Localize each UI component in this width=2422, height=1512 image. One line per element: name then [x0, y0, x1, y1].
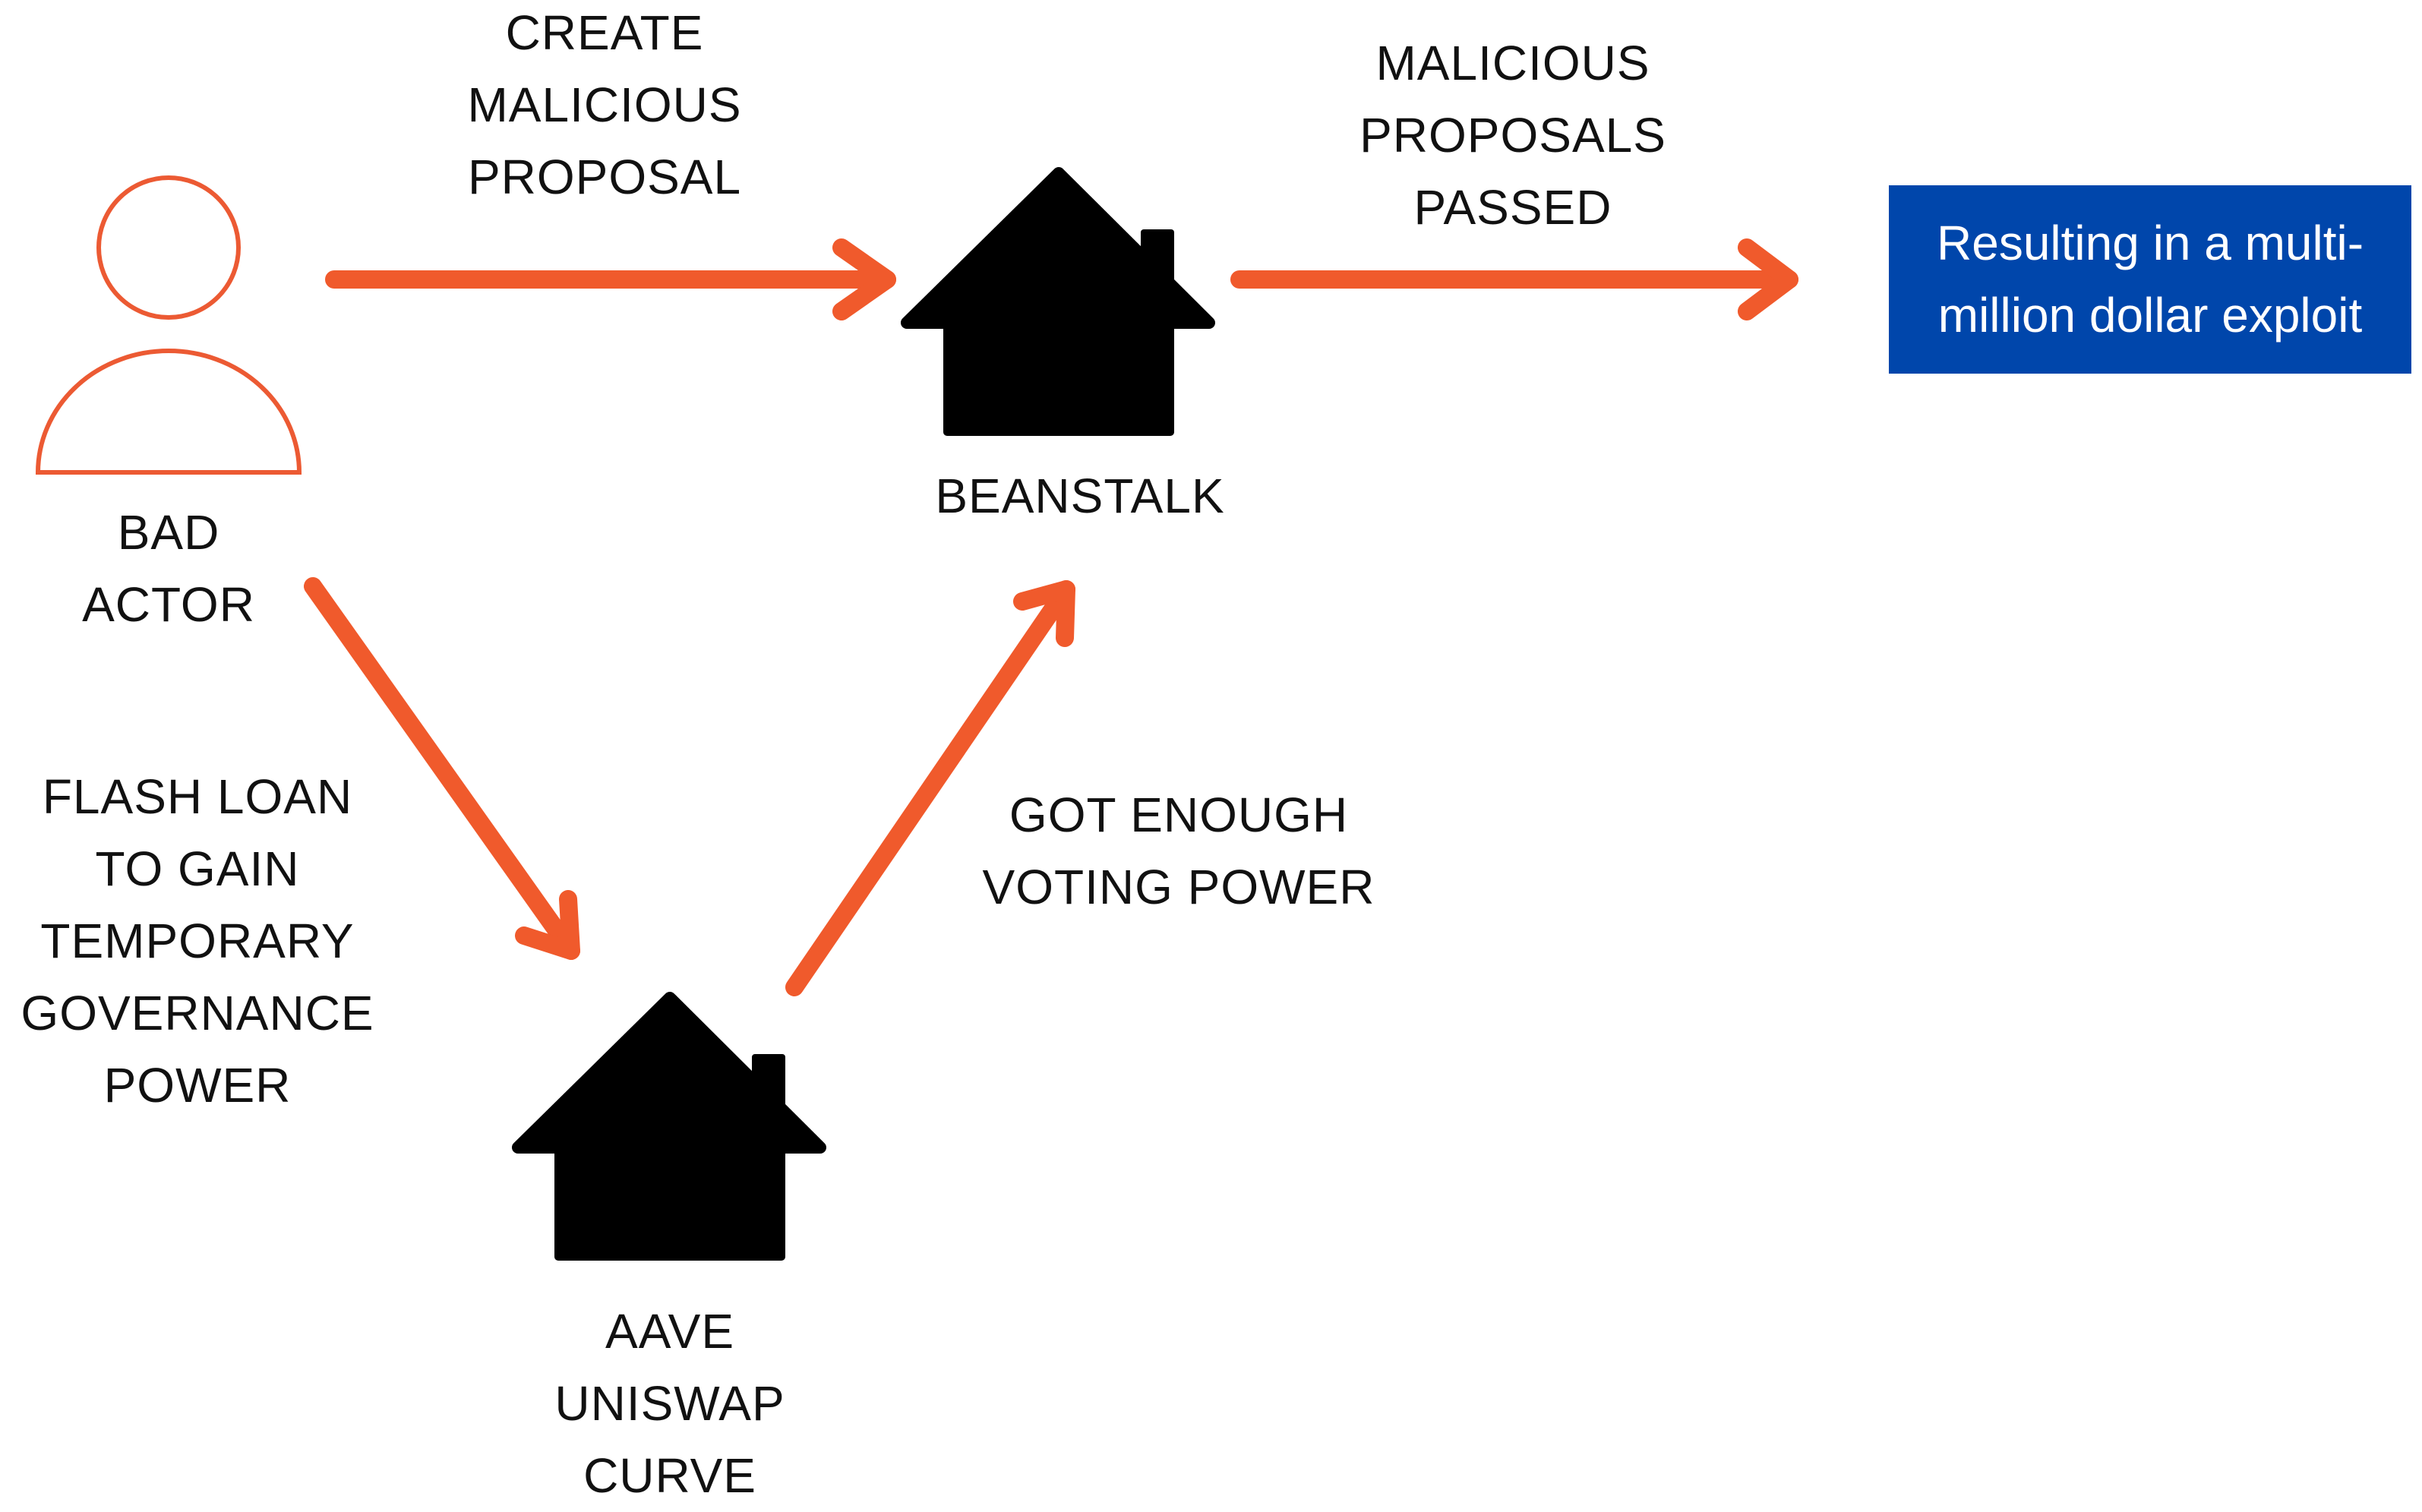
flash-loan-label: FLASH LOAN TO GAIN TEMPORARY GOVERNANCE … — [0, 761, 395, 1122]
result-box: Resulting in a multi- million dollar exp… — [1889, 185, 2411, 374]
person-head — [96, 175, 241, 320]
label-line: MALICIOUS — [467, 77, 742, 132]
arrow-head — [515, 890, 580, 960]
result-text-line: million dollar exploit — [1937, 288, 2363, 342]
arrow-lending-to-beanstalk — [785, 580, 1075, 996]
label-line: CREATE — [505, 5, 704, 60]
proposals-passed-label: MALICIOUS PROPOSALS PASSED — [1308, 27, 1718, 244]
label-line: ACTOR — [82, 577, 255, 632]
house-walls — [943, 308, 1174, 436]
voting-power-label: GOT ENOUGH VOTING POWER — [936, 779, 1422, 923]
label-line: AAVE — [605, 1304, 734, 1359]
label-line: UNISWAP — [554, 1376, 785, 1431]
arrow-actor-to-beanstalk — [325, 238, 896, 320]
house-icon — [901, 167, 1215, 436]
bad-actor-label: BAD ACTOR — [17, 497, 321, 641]
beanstalk-label: BEANSTALK — [867, 460, 1293, 532]
label-line: PROPOSAL — [467, 150, 742, 204]
person-body — [35, 349, 302, 475]
result-text-line: Resulting in a multi- — [1937, 216, 2364, 270]
label-line: GOT ENOUGH — [1009, 788, 1349, 842]
label-line: FLASH LOAN — [42, 769, 353, 824]
label-line: POWER — [103, 1058, 292, 1113]
label-line: TO GAIN — [95, 841, 300, 896]
arrow-head — [832, 238, 896, 320]
label-line: BEANSTALK — [935, 469, 1225, 523]
house-icon — [512, 992, 826, 1261]
arrow-head — [1738, 238, 1798, 320]
arrow-shaft — [785, 580, 1075, 996]
arrow-beanstalk-to-result — [1230, 238, 1798, 320]
arrow-head — [1013, 580, 1075, 647]
label-line: CURVE — [583, 1448, 756, 1503]
house-walls — [554, 1133, 785, 1261]
label-line: MALICIOUS — [1375, 36, 1650, 90]
person-outline-icon — [35, 175, 302, 475]
arrow-shaft — [304, 577, 580, 960]
label-line: GOVERNANCE — [21, 986, 374, 1040]
label-line: PROPOSALS — [1359, 108, 1666, 163]
label-line: BAD — [117, 505, 220, 560]
result-box-background — [1889, 185, 2411, 374]
arrow-actor-to-lending — [304, 577, 580, 960]
arrows — [304, 238, 1798, 996]
label-line: PASSED — [1413, 180, 1612, 235]
label-line: TEMPORARY — [40, 914, 355, 968]
create-proposal-label: CREATE MALICIOUS PROPOSAL — [407, 0, 802, 213]
lending-pools-label: AAVE UNISWAP CURVE — [495, 1296, 845, 1512]
label-line: VOTING POWER — [982, 860, 1375, 914]
